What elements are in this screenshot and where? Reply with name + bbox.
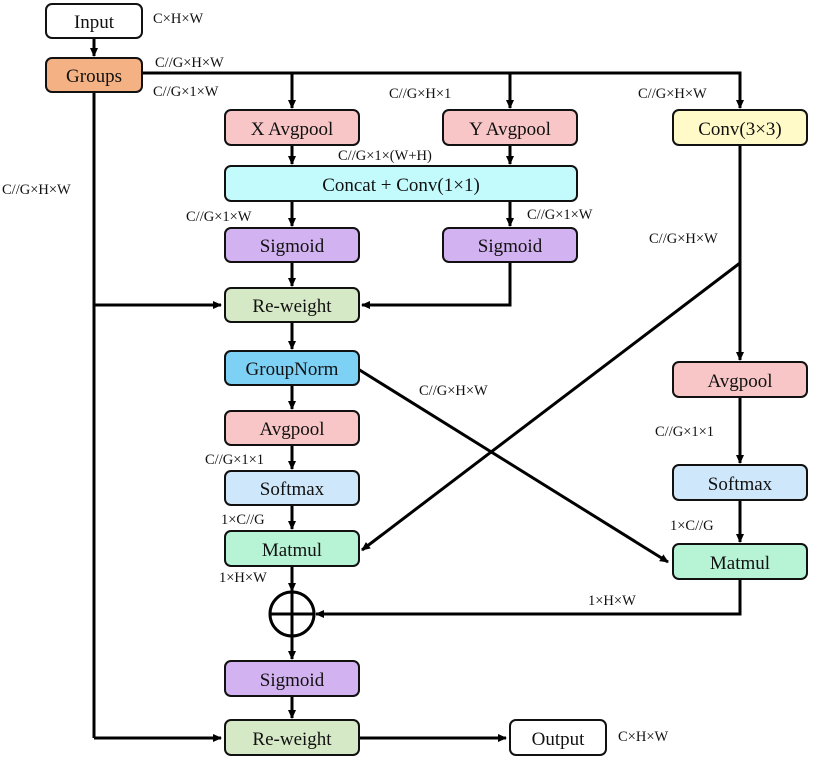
sigmoid-right-label: Sigmoid	[478, 236, 543, 257]
edges	[90, 38, 744, 742]
avgpool-left-label: Avgpool	[259, 419, 324, 440]
label-y-in: C//G×H×1	[389, 86, 451, 102]
label-output-shape: C×H×W	[618, 729, 668, 745]
node-add	[268, 590, 316, 638]
reweight-top-box	[224, 287, 360, 323]
conv3x3-box	[672, 109, 808, 146]
input-label: Input	[74, 12, 115, 33]
avgpool-left-box	[224, 410, 360, 446]
node-avgpool-left: Avgpool	[224, 410, 360, 446]
node-y-avgpool: Y Avgpool	[442, 109, 578, 146]
softmax-left-label: Softmax	[260, 479, 325, 500]
label-softmax-left-out: 1×C//G	[221, 512, 265, 528]
output-box	[509, 719, 607, 756]
node-x-avgpool: X Avgpool	[224, 109, 360, 146]
node-sigmoid-right: Sigmoid	[442, 227, 578, 263]
softmax-left-box	[224, 470, 360, 506]
label-concat-in: C//G×1×(W+H)	[338, 148, 432, 164]
edge-groups-trunk	[142, 71, 744, 109]
node-concat-conv: Concat + Conv(1×1)	[224, 165, 578, 202]
label-matmul-right-out: 1×H×W	[588, 593, 636, 609]
softmax-right-label: Softmax	[708, 474, 773, 495]
label-groupnorm-out: C//G×H×W	[419, 383, 488, 399]
sigmoid-bottom-label: Sigmoid	[260, 670, 325, 691]
node-conv3x3: Conv(3×3)	[672, 109, 808, 146]
conv3x3-label: Conv(3×3)	[698, 119, 782, 140]
label-matmul-left-out: 1×H×W	[219, 570, 267, 586]
sigmoid-left-label: Sigmoid	[260, 236, 325, 257]
avgpool-right-label: Avgpool	[707, 371, 772, 392]
node-softmax-right: Softmax	[672, 464, 808, 501]
node-groupnorm: GroupNorm	[224, 350, 360, 386]
concat-conv-box	[224, 165, 578, 202]
edge-groupnorm-cross-matmul-right	[357, 367, 669, 564]
node-sigmoid-left: Sigmoid	[224, 227, 360, 263]
sigmoid-right-box	[442, 227, 578, 263]
matmul-left-label: Matmul	[262, 540, 322, 561]
label-avgpool-left-out: C//G×1×1	[205, 452, 264, 468]
y-avgpool-box	[442, 109, 578, 146]
sigmoid-bottom-box	[224, 660, 360, 697]
reweight-bottom-label: Re-weight	[252, 729, 332, 750]
input-box	[45, 3, 143, 39]
matmul-right-box	[672, 543, 808, 580]
groupnorm-label: GroupNorm	[246, 359, 339, 380]
node-matmul-right: Matmul	[672, 543, 808, 580]
node-reweight-top: Re-weight	[224, 287, 360, 323]
edge-sigr-reweight	[361, 262, 512, 309]
y-avgpool-label: Y Avgpool	[469, 119, 551, 140]
softmax-right-box	[672, 464, 808, 501]
matmul-right-label: Matmul	[710, 553, 770, 574]
sigmoid-left-box	[224, 227, 360, 263]
output-label: Output	[532, 729, 586, 750]
node-output: Output	[509, 719, 607, 756]
node-avgpool-right: Avgpool	[672, 361, 808, 398]
x-avgpool-box	[224, 109, 360, 146]
edge-matmul-right-add	[315, 579, 742, 618]
avgpool-right-box	[672, 361, 808, 398]
edge-conv-cross-matmul-left	[361, 261, 741, 552]
label-input-shape: C×H×W	[153, 11, 203, 27]
groups-label: Groups	[66, 66, 122, 87]
groups-box	[45, 57, 143, 93]
concat-conv-label: Concat + Conv(1×1)	[322, 175, 480, 196]
label-left-branch: C//G×H×W	[2, 182, 71, 198]
reweight-bottom-box	[224, 719, 360, 756]
label-softmax-right-out: 1×C//G	[670, 518, 714, 534]
label-conv-out: C//G×H×W	[649, 231, 718, 247]
node-groups: Groups	[45, 57, 143, 93]
matmul-left-box	[224, 530, 360, 567]
label-sig-right-in: C//G×1×W	[527, 207, 593, 223]
edge-labels: C×H×W C//G×H×W C//G×1×W C//G×H×1 C//G×H×…	[2, 11, 718, 745]
reweight-top-label: Re-weight	[252, 296, 332, 317]
node-matmul-left: Matmul	[224, 530, 360, 567]
groupnorm-box	[224, 350, 360, 386]
label-groups-out-top: C//G×H×W	[155, 55, 224, 71]
node-softmax-left: Softmax	[224, 470, 360, 506]
node-sigmoid-bottom: Sigmoid	[224, 660, 360, 697]
label-groups-out-below: C//G×1×W	[153, 84, 219, 100]
label-avgpool-right-out: C//G×1×1	[655, 424, 714, 440]
node-input: Input	[45, 3, 143, 39]
label-sig-left-in: C//G×1×W	[186, 209, 252, 225]
x-avgpool-label: X Avgpool	[251, 119, 334, 140]
label-conv-in: C//G×H×W	[638, 86, 707, 102]
node-reweight-bottom: Re-weight	[224, 719, 360, 756]
